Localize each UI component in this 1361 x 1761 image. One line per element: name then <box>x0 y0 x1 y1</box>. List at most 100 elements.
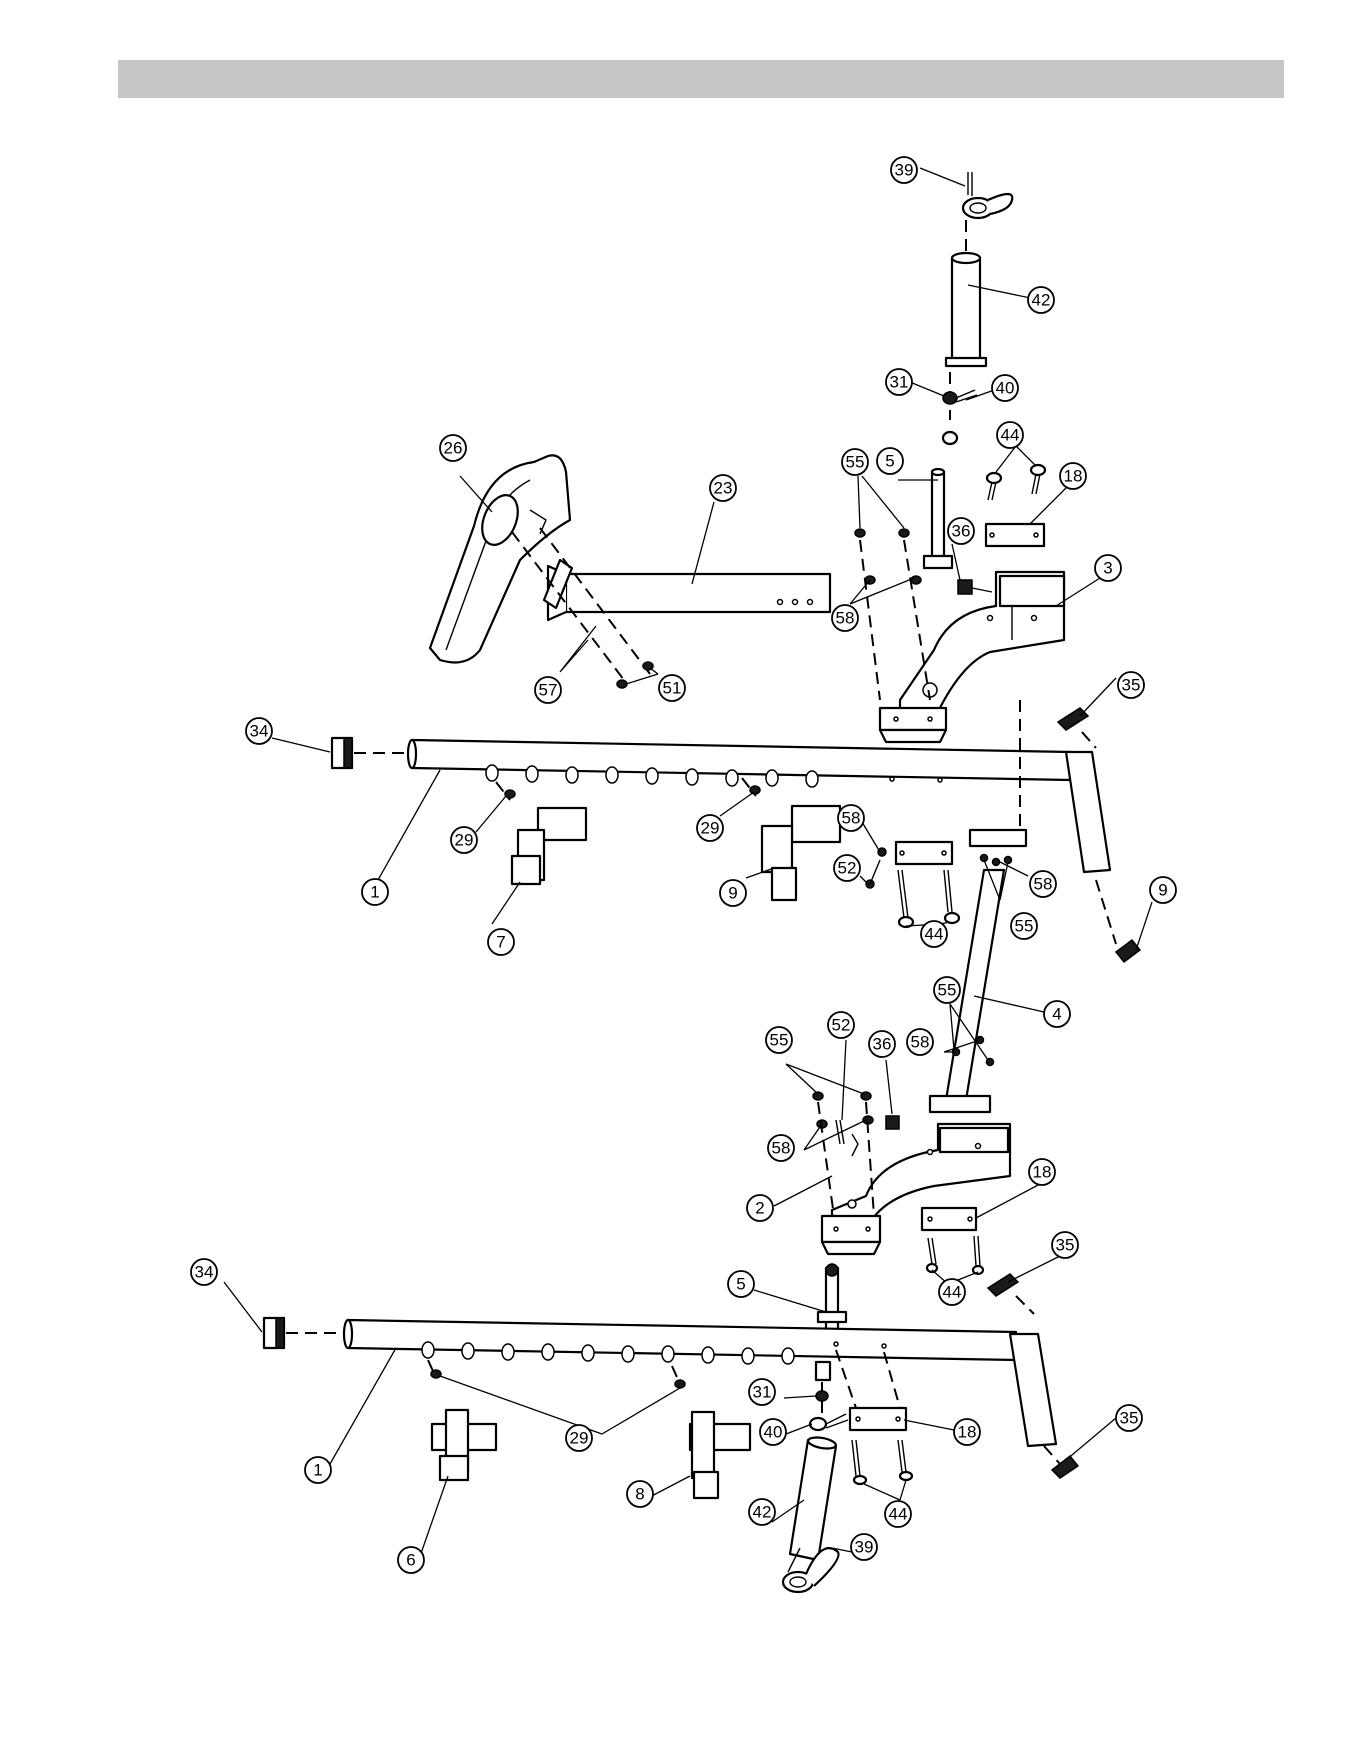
svg-text:29: 29 <box>570 1429 589 1448</box>
callout-35-bottom: 35 <box>1116 1405 1142 1431</box>
bolts-44-top <box>987 465 1045 500</box>
svg-text:29: 29 <box>455 831 474 850</box>
svg-text:58: 58 <box>772 1139 791 1158</box>
svg-text:18: 18 <box>1033 1163 1052 1182</box>
svg-text:40: 40 <box>764 1423 783 1442</box>
svg-text:39: 39 <box>895 161 914 180</box>
svg-text:42: 42 <box>753 1503 772 1522</box>
callout-58-top: 58 <box>832 605 858 631</box>
callout-2: 2 <box>747 1195 773 1221</box>
svg-text:4: 4 <box>1052 1005 1061 1024</box>
callout-55-middle: 55 <box>1011 913 1037 939</box>
callout-5-bottom: 5 <box>728 1271 754 1297</box>
svg-text:5: 5 <box>736 1275 745 1294</box>
callout-9-left: 9 <box>720 880 746 906</box>
callout-29-bottom: 29 <box>566 1425 592 1451</box>
plate-18-top <box>986 524 1044 546</box>
end-cap-34-top <box>332 738 410 768</box>
foot-pad-35-top <box>1058 708 1096 748</box>
svg-text:31: 31 <box>890 373 909 392</box>
svg-text:40: 40 <box>996 379 1015 398</box>
callout-58-lower: 58 <box>907 1029 933 1055</box>
callout-23: 23 <box>710 475 736 501</box>
roller-pad-8 <box>690 1412 750 1498</box>
svg-text:3: 3 <box>1103 559 1112 578</box>
svg-text:1: 1 <box>370 883 379 902</box>
callout-35-middle: 35 <box>1052 1232 1078 1258</box>
svg-text:35: 35 <box>1056 1236 1075 1255</box>
callout-55-lower: 55 <box>934 977 960 1003</box>
bolts-44-middle <box>927 1236 983 1274</box>
svg-text:23: 23 <box>714 479 733 498</box>
callout-1-bottom: 1 <box>305 1457 331 1483</box>
callout-36-bottom: 36 <box>869 1031 895 1057</box>
callout-58-middle: 58 <box>838 805 864 831</box>
svg-text:42: 42 <box>1032 291 1051 310</box>
svg-text:58: 58 <box>842 809 861 828</box>
callout-44-bottom: 44 <box>885 1501 911 1527</box>
callout-1-top: 1 <box>362 879 388 905</box>
svg-text:55: 55 <box>938 981 957 1000</box>
callout-40-bottom: 40 <box>760 1419 786 1445</box>
callout-39-top: 39 <box>891 157 917 183</box>
svg-text:35: 35 <box>1122 676 1141 695</box>
base-bracket-3 <box>900 572 1064 720</box>
svg-text:58: 58 <box>911 1033 930 1052</box>
callout-58-bottom: 58 <box>768 1135 794 1161</box>
svg-text:55: 55 <box>770 1031 789 1050</box>
svg-text:7: 7 <box>496 933 505 952</box>
foot-pad-9-right <box>1096 880 1140 962</box>
callout-7: 7 <box>488 929 514 955</box>
cap-36-top <box>958 580 972 594</box>
callout-18-bottom: 18 <box>954 1419 980 1445</box>
callout-57: 57 <box>535 677 561 703</box>
callout-52-top: 52 <box>834 855 860 881</box>
svg-text:51: 51 <box>663 679 682 698</box>
callout-8: 8 <box>627 1481 653 1507</box>
callout-51: 51 <box>659 675 685 701</box>
svg-text:8: 8 <box>635 1485 644 1504</box>
callout-29-top-right: 29 <box>697 815 723 841</box>
callout-3: 3 <box>1095 555 1121 581</box>
callout-29-top-left: 29 <box>451 827 477 853</box>
svg-text:55: 55 <box>846 453 865 472</box>
svg-text:36: 36 <box>873 1035 892 1054</box>
svg-text:44: 44 <box>889 1505 908 1524</box>
callout-26: 26 <box>440 435 466 461</box>
callout-31-bottom: 31 <box>749 1379 775 1405</box>
callout-42-top: 42 <box>1028 287 1054 313</box>
callout-34-top: 34 <box>246 718 272 744</box>
svg-text:44: 44 <box>1001 426 1020 445</box>
callout-44-top: 44 <box>997 422 1023 448</box>
svg-text:58: 58 <box>836 609 855 628</box>
callout-31-top: 31 <box>886 369 912 395</box>
svg-text:1: 1 <box>313 1461 322 1480</box>
washer-and-pin-top <box>943 372 977 444</box>
callout-44-lower: 44 <box>939 1279 965 1305</box>
svg-text:44: 44 <box>925 925 944 944</box>
tube-5-top <box>924 469 952 568</box>
svg-text:36: 36 <box>952 522 971 541</box>
svg-text:18: 18 <box>1064 467 1083 486</box>
callout-18-top: 18 <box>1060 463 1086 489</box>
cap-36-bottom <box>886 1116 899 1129</box>
svg-text:34: 34 <box>195 1263 214 1282</box>
callout-39-bottom: 39 <box>851 1534 877 1560</box>
callout-35-top: 35 <box>1118 672 1144 698</box>
sleeve-42-top <box>946 220 986 366</box>
svg-text:9: 9 <box>728 884 737 903</box>
svg-text:5: 5 <box>885 452 894 471</box>
callout-6: 6 <box>398 1547 424 1573</box>
roller-pad-9 <box>762 806 840 900</box>
plate-18-middle <box>922 1208 976 1230</box>
callout-42-bottom: 42 <box>749 1499 775 1525</box>
callout-55-top: 55 <box>842 449 868 475</box>
callout-34-bottom: 34 <box>191 1259 217 1285</box>
callout-36-top: 36 <box>948 518 974 544</box>
seat-pad-26 <box>430 455 570 662</box>
svg-text:31: 31 <box>753 1383 772 1402</box>
callout-5-top: 5 <box>877 448 903 474</box>
end-cap-34-bottom <box>264 1318 346 1348</box>
svg-text:39: 39 <box>855 1538 874 1557</box>
cap-36-top-line <box>972 588 992 592</box>
